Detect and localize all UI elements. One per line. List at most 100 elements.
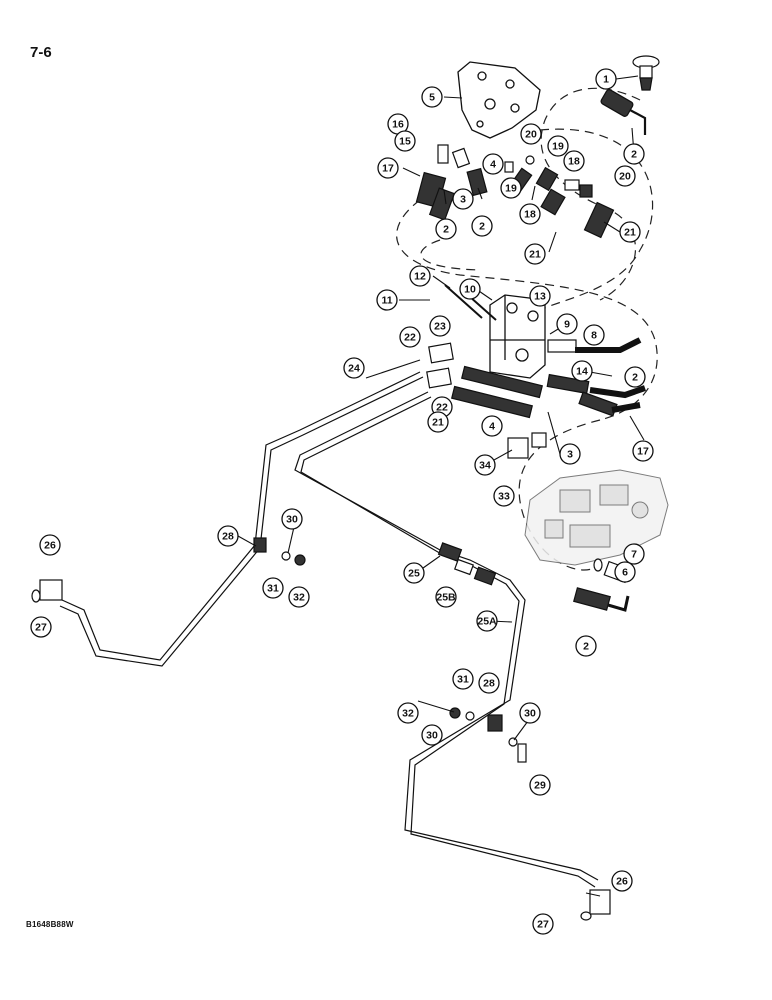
callout-number: 14 <box>576 366 588 378</box>
callout-number: 25B <box>436 592 456 604</box>
callout-19: 19 <box>547 135 569 157</box>
callout-number: 12 <box>414 271 426 283</box>
callout-circle <box>435 586 457 608</box>
callout-number: 27 <box>537 919 549 931</box>
callout-circle <box>435 218 457 240</box>
callout-number: 26 <box>44 540 56 552</box>
callout-19: 19 <box>500 177 522 199</box>
callout-number: 29 <box>534 780 546 792</box>
callout-number: 21 <box>432 417 444 429</box>
callout-number: 5 <box>429 92 435 104</box>
callout-26: 26 <box>39 534 61 556</box>
callout-circle <box>459 278 481 300</box>
callout-17: 17 <box>632 440 654 462</box>
callout-number: 18 <box>524 209 536 221</box>
steel-tube-left <box>59 371 424 667</box>
callout-circle <box>571 360 593 382</box>
callout-2: 2 <box>435 218 457 240</box>
callout-14: 14 <box>571 360 593 382</box>
callout-12: 12 <box>409 265 431 287</box>
callout-number: 17 <box>382 163 394 175</box>
callout-25B: 25B <box>435 586 457 608</box>
callout-circle <box>529 285 551 307</box>
callout-circle <box>281 508 303 530</box>
callout-circle <box>421 86 443 108</box>
callout-circle <box>611 870 633 892</box>
callout-31: 31 <box>262 577 284 599</box>
callout-circle <box>217 525 239 547</box>
callout-26: 26 <box>611 870 633 892</box>
hose-loop-middle <box>396 199 658 421</box>
hose-loop-pump <box>518 419 601 571</box>
callout-8: 8 <box>583 324 605 346</box>
callout-25: 25 <box>403 562 425 584</box>
callout-3: 3 <box>452 188 474 210</box>
callout-circle <box>575 635 597 657</box>
figure-code: B1648B88W <box>26 920 74 929</box>
callout-number: 11 <box>381 295 392 307</box>
callout-circle <box>452 188 474 210</box>
callout-number: 32 <box>293 592 305 604</box>
callout-circle <box>500 177 522 199</box>
callout-7: 7 <box>623 543 645 565</box>
callout-number: 22 <box>436 402 448 414</box>
callout-25A: 25A <box>476 610 498 632</box>
callout-circle <box>623 143 645 165</box>
callout-30: 30 <box>519 702 541 724</box>
callout-number: 20 <box>525 129 537 141</box>
callout-2: 2 <box>471 215 493 237</box>
callout-30: 30 <box>281 508 303 530</box>
callout-circle <box>427 411 449 433</box>
callout-circle <box>583 324 605 346</box>
callout-circle <box>429 315 451 337</box>
callout-circle <box>30 616 52 638</box>
callout-18: 18 <box>563 150 585 172</box>
hose-loop-inner <box>420 239 481 271</box>
callout-9: 9 <box>556 313 578 335</box>
callout-number: 33 <box>498 491 510 503</box>
callout-number: 13 <box>534 291 546 303</box>
callout-4: 4 <box>482 153 504 175</box>
callout-13: 13 <box>529 285 551 307</box>
callout-number: 22 <box>404 332 416 344</box>
callout-11: 11 <box>376 289 398 311</box>
callout-10: 10 <box>459 278 481 300</box>
callout-circle <box>556 313 578 335</box>
callout-number: 31 <box>457 674 469 686</box>
callout-number: 10 <box>464 284 476 296</box>
callout-circle <box>529 774 551 796</box>
valve-hoses <box>426 337 646 459</box>
page-number: 7-6 <box>30 44 52 61</box>
callout-number: 21 <box>624 227 636 239</box>
callout-circle <box>519 702 541 724</box>
callout-number: 24 <box>348 363 360 375</box>
callout-number: 18 <box>568 156 580 168</box>
callout-4: 4 <box>481 415 503 437</box>
callout-22: 22 <box>399 326 421 348</box>
callout-number: 25A <box>477 616 497 628</box>
callout-34: 34 <box>474 454 496 476</box>
callout-33: 33 <box>493 485 515 507</box>
callout-23: 23 <box>429 315 451 337</box>
callout-18: 18 <box>519 203 541 225</box>
callout-30: 30 <box>421 724 443 746</box>
callout-2: 2 <box>623 143 645 165</box>
callout-number: 9 <box>564 319 570 331</box>
callout-2: 2 <box>575 635 597 657</box>
callout-15: 15 <box>394 130 416 152</box>
upper-fittings <box>415 89 647 239</box>
callout-number: 2 <box>479 221 485 233</box>
callout-29: 29 <box>529 774 551 796</box>
callout-number: 32 <box>402 708 414 720</box>
callout-28: 28 <box>217 525 239 547</box>
callout-number: 19 <box>505 183 517 195</box>
callout-20: 20 <box>520 123 542 145</box>
callout-circle <box>343 357 365 379</box>
hydraulic-pump <box>524 469 669 566</box>
callout-circle <box>481 415 503 437</box>
callout-number: 2 <box>443 224 449 236</box>
callout-number: 30 <box>286 514 298 526</box>
callout-number: 30 <box>426 730 438 742</box>
